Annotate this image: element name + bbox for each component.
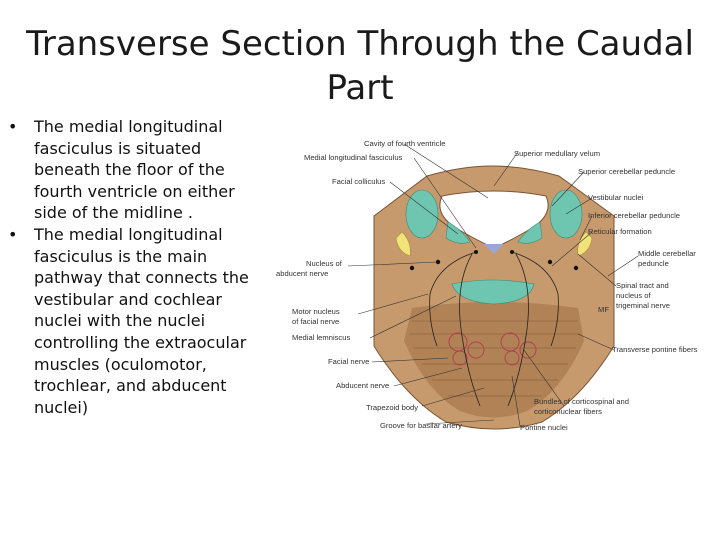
bullet-text: The medial longitudinal fasciculus is si… [34,117,235,223]
bullet-item: • The medial longitudinal fasciculus is t… [6,224,250,418]
vestibular-nucleus-left [405,189,439,239]
slide-title: Transverse Section Through the Caudal Pa… [26,24,694,108]
nuclei-dots [409,250,579,271]
label-cavity: Cavity of fourth ventricle [364,139,445,148]
bullet-item: • The medial longitudinal fasciculus is s… [6,116,250,224]
label-mlf: Medial longitudinal fasciculus [304,153,403,162]
label-bundles: corticonuclear fibers [534,407,602,416]
transverse-fibers [410,320,580,397]
basilar-pons [404,302,584,418]
label-middle-cerebellar-peduncle: Middle cerebellar [638,249,696,258]
bullet-icon: • [8,224,18,244]
nerve-fibers [429,251,559,407]
label-spinal-tract: nucleus of [616,291,652,300]
label-pontine-nuclei: Pontine nuclei [520,423,568,432]
label-abducent-nerve: Abducent nerve [336,381,389,390]
ventricle-floor [484,244,504,254]
spinal-trigeminal-left [395,231,411,257]
label-medial-lemniscus: Medial lemniscus [292,333,350,342]
medial-lemniscus [451,279,535,305]
label-spinal-tract: trigeminal nerve [616,301,670,310]
label-motor-nucleus: of facial nerve [292,317,339,326]
pons-section-diagram: Cavity of fourth ventricle Medial longit… [276,139,698,432]
label-facial-colliculus: Facial colliculus [332,177,385,186]
label-middle-cerebellar-peduncle: peduncle [638,259,669,268]
label-groove: Groove for basilar artery [380,421,462,430]
leader-lines-left [347,143,495,425]
label-nucleus-abducent: abducent nerve [276,269,328,278]
label-spinal-tract: Spinal tract and [616,281,669,290]
label-motor-nucleus: Motor nucleus [292,307,340,316]
label-bundles: Bundles of corticospinal and [534,397,629,406]
label-reticular-formation: Reticular formation [588,227,652,236]
label-vestibular-nuclei: Vestibular nuclei [588,193,644,202]
corticospinal-bundles [448,332,537,366]
label-nucleus-abducent: Nucleus of [306,259,343,268]
label-superior-medullary-velum: Superior medullary velum [514,149,600,158]
leader-lines-right [493,151,639,427]
pons-section-figure: Cavity of fourth ventricle Medial longit… [262,136,714,456]
facial-colliculus-left [445,221,471,244]
label-trapezoid: Trapezoid body [366,403,418,412]
label-facial-nerve: Facial nerve [328,357,369,366]
label-mf: MF [598,305,609,314]
label-superior-cerebellar-peduncle: Superior cerebellar peduncle [578,167,675,176]
bullet-list: • The medial longitudinal fasciculus is s… [6,116,250,418]
label-inferior-cerebellar-peduncle: Inferior cerebellar peduncle [588,211,680,220]
bullet-text: The medial longitudinal fasciculus is th… [34,224,249,417]
label-transverse-fibers: Transverse pontine fibers [612,345,698,354]
facial-colliculus-right [517,221,543,244]
bullet-icon: • [8,117,18,136]
